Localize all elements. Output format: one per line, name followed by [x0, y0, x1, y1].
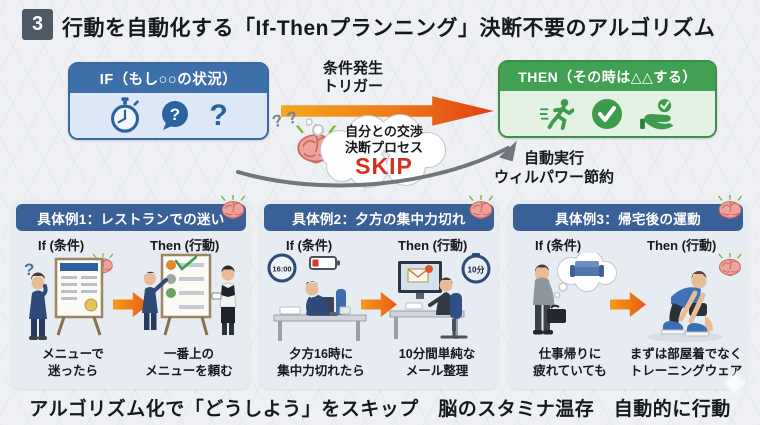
- if-column-label: If (条件): [38, 238, 85, 253]
- email-sorting-illustration: 10分: [389, 253, 491, 339]
- brain-icon: [221, 195, 245, 220]
- stopwatch-badge: 10分: [461, 253, 491, 284]
- hand-check-icon: [639, 98, 674, 129]
- auto-exec-label: 自動実行 ウィルパワー節約: [493, 150, 614, 186]
- then-column-label: Then (行動): [398, 238, 468, 253]
- then-column-label: Then (行動): [647, 238, 717, 253]
- example-panel-3: 具体例3：帰宅後の運動 If (条件) Then (行動): [509, 195, 747, 389]
- then-caption: まずは部屋着でなくトレーニングウェア: [629, 347, 743, 378]
- then-box: THEN（その時は△△する）: [498, 60, 717, 138]
- monitor-icon: [398, 261, 442, 299]
- check-circle-icon: [591, 98, 622, 129]
- if-caption: 夕方16時に集中力切れたら: [277, 347, 365, 378]
- sneaker-icons: [660, 321, 710, 337]
- low-battery-icon: [309, 256, 340, 270]
- stopwatch-icon: [111, 96, 140, 133]
- then-caption: 一番上のメニューを頼む: [145, 347, 233, 378]
- then-caption: 10分間単純なメール整理: [398, 347, 476, 378]
- then-column-label: Then (行動): [150, 238, 220, 253]
- menu-hesitation-illustration: ?: [24, 253, 114, 340]
- if-column-label: If (条件): [286, 238, 333, 253]
- brain-icon: [718, 195, 742, 220]
- panel-1-header: 具体例1：レストランでの迷い: [16, 195, 246, 231]
- question-icon: ?: [209, 98, 228, 132]
- bubble-text: 自分との交渉 決断プロセス SKIP: [326, 124, 442, 178]
- example-panel-2: 具体例2：夕方の集中力切れ If (条件) Then (行動) 16:00: [260, 195, 498, 389]
- trigger-label: 条件発生 トリガー: [322, 60, 383, 95]
- training-wear-illustration: [647, 253, 742, 342]
- question-bubble-icon: ?: [162, 100, 189, 130]
- panel-2-header: 具体例2：夕方の集中力切れ: [264, 195, 494, 231]
- slide-number-badge: 3: [22, 9, 53, 40]
- if-box-header: IF（もし○○の状況）: [70, 64, 267, 93]
- order-top-menu-illustration: [142, 253, 237, 336]
- svg-text:16:00: 16:00: [272, 265, 291, 274]
- tired-commuter-illustration: [533, 253, 617, 335]
- if-box-icons: ? ?: [70, 93, 267, 138]
- clock-icon: 16:00: [267, 253, 297, 283]
- page-title: 行動を自動化する「If-Thenプランニング」決断不要のアルゴリズム: [62, 17, 716, 40]
- if-caption: 仕事帰りに疲れていても: [533, 347, 607, 378]
- skip-label: SKIP: [355, 153, 413, 179]
- briefcase-icon: [547, 304, 566, 323]
- svg-text:?: ?: [24, 260, 34, 279]
- panel-3-header: 具体例3：帰宅後の運動: [513, 195, 743, 231]
- sofa-thought-bubble: [553, 253, 617, 299]
- if-column-label: If (条件): [535, 238, 582, 253]
- if-caption: メニューで迷ったら: [42, 347, 104, 378]
- example-panel-1: 具体例1：レストランでの迷い If (条件) Then (行動) ?: [12, 195, 250, 389]
- person-with-bag: [533, 264, 566, 335]
- tired-at-desk-illustration: 16:00: [267, 253, 367, 341]
- then-box-icons: [500, 91, 715, 136]
- svg-text:?: ?: [170, 105, 180, 124]
- office-chair-icon: [440, 293, 468, 339]
- if-box: IF（もし○○の状況） ? ?: [68, 62, 269, 140]
- svg-text:10分: 10分: [468, 265, 485, 275]
- sofa-icon: [570, 261, 604, 277]
- brain-icon: [469, 195, 493, 220]
- summary-text: アルゴリズム化で「どうしよう」をスキップ 脳のスタミナ温存 自動的に行動: [29, 399, 731, 420]
- then-box-header: THEN（その時は△△する）: [500, 62, 715, 91]
- kneeling-person: [660, 270, 713, 337]
- runner-icon: [539, 98, 574, 130]
